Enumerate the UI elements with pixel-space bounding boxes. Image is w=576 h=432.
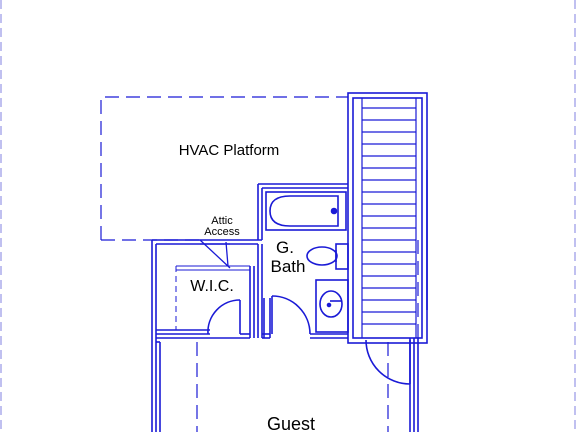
- wic-label: W.I.C.: [190, 278, 234, 295]
- walls: [151, 92, 428, 432]
- bath-label-line2: Bath: [271, 257, 306, 276]
- ceiling-dash-lines: [196, 240, 419, 432]
- attic-access-label-line1: Attic: [211, 215, 233, 227]
- guest-room-label: Guest: [267, 414, 315, 432]
- bath-label-line1: G.: [276, 238, 294, 257]
- attic-access-hatch: [199, 239, 231, 269]
- closet-shelf: [175, 265, 250, 330]
- stair-treads: [361, 98, 417, 338]
- sink-vanity: [315, 279, 349, 333]
- toilet-icon: [306, 243, 349, 270]
- hvac-platform-outline: [100, 96, 348, 241]
- doors: [207, 295, 411, 385]
- bathtub: [265, 191, 347, 231]
- attic-access-label-line2: Access: [204, 226, 240, 238]
- hvac-platform-label: HVAC Platform: [179, 142, 280, 159]
- tub-drain-icon: [330, 207, 338, 215]
